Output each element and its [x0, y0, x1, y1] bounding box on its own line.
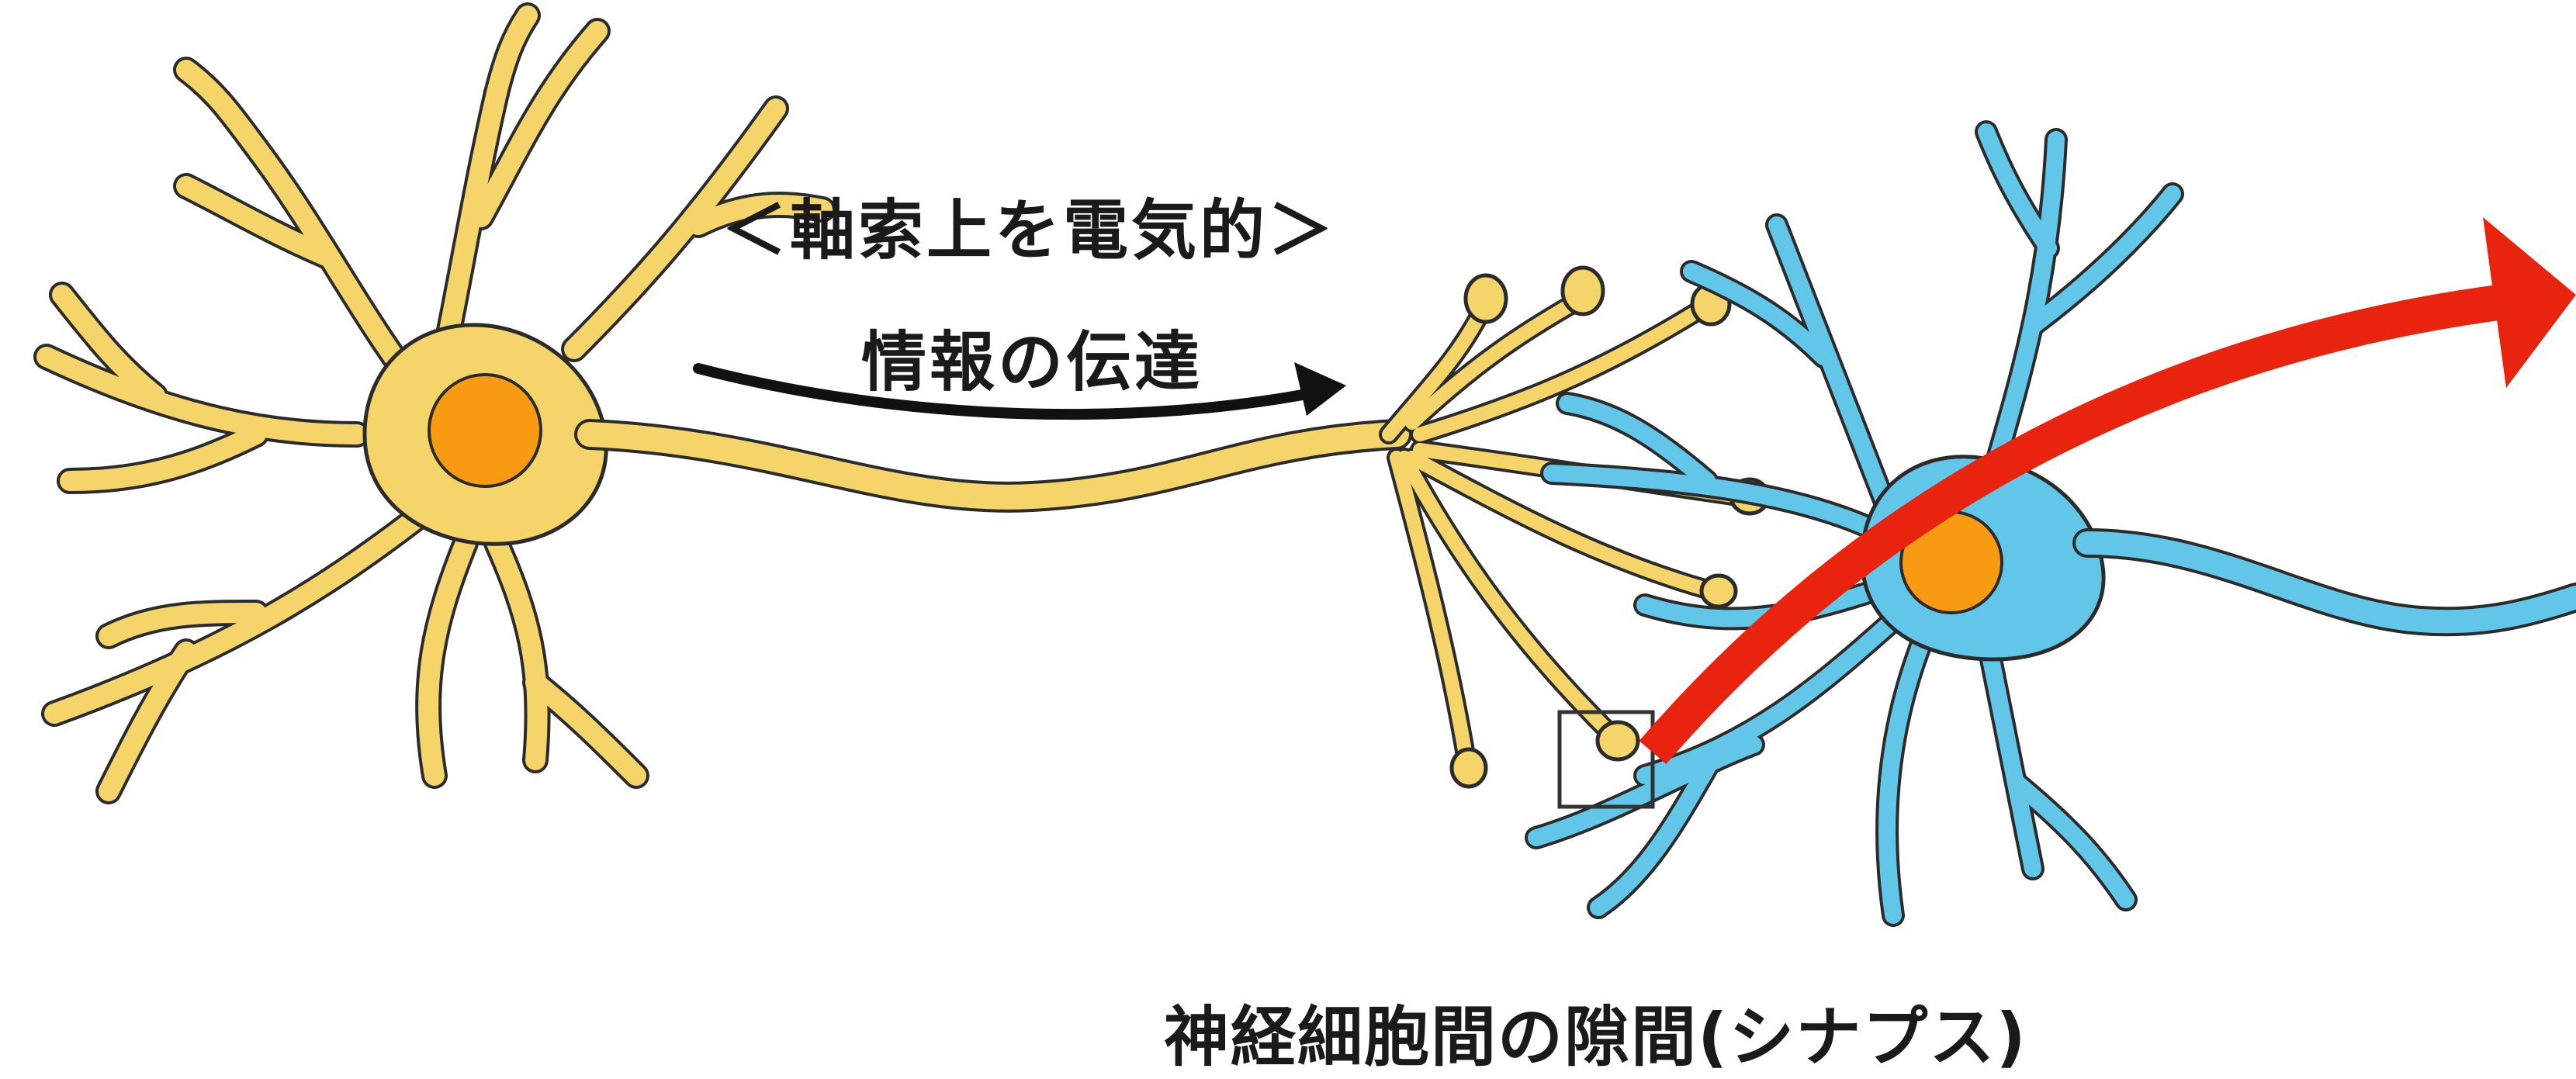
axon-conduction-label-line1: ＜軸索上を電気的＞ — [722, 178, 1336, 272]
synapse-label: 神経細胞間の隙間(シナプス) — [1164, 985, 2027, 1079]
synaptic-transmission-arrow — [1653, 217, 2576, 752]
presynaptic-nucleus — [429, 375, 541, 486]
presynaptic-axon — [590, 434, 1397, 497]
postsynaptic-neuron — [1536, 132, 2576, 915]
axon-conduction-label-line2: 情報の伝達 — [861, 310, 1203, 404]
postsynaptic-axon — [2087, 543, 2576, 621]
